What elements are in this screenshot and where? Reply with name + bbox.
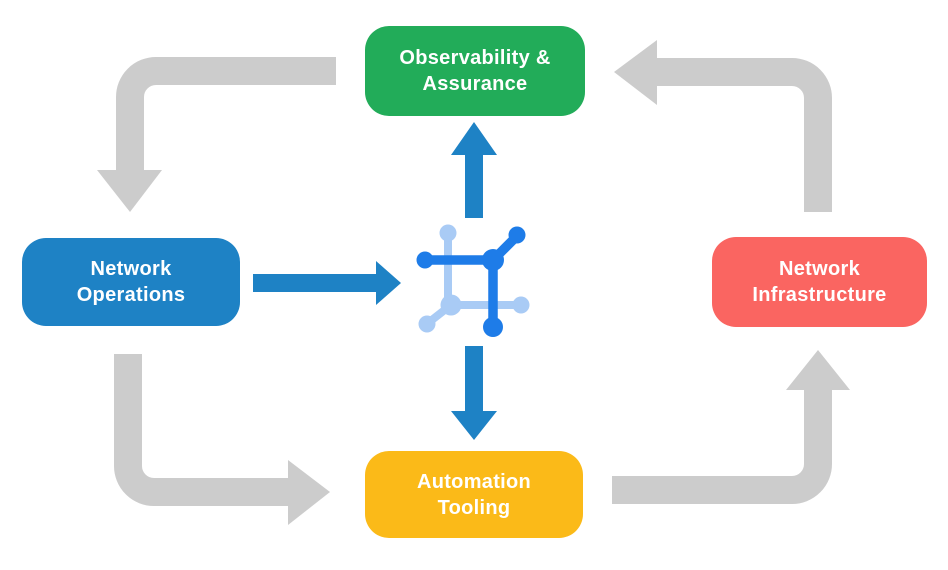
- arrow-infrastructure-to-observability: [614, 40, 832, 212]
- arrow-automation-to-infrastructure: [612, 350, 850, 504]
- node-automation-tooling: Automation Tooling: [365, 451, 583, 538]
- node-label-line: Network: [778, 258, 860, 280]
- arrow-operations-to-core: [253, 261, 401, 305]
- node-label-line: Automation: [416, 470, 532, 493]
- node-label-line: Observability &: [399, 47, 551, 69]
- node-observability-assurance: Observability & Assurance: [365, 26, 585, 116]
- node-label-line: Assurance: [422, 73, 528, 95]
- node-label-line: Operations: [76, 284, 186, 306]
- node-label-line: Tooling: [437, 496, 511, 519]
- arrow-core-to-automation: [451, 346, 497, 440]
- node-label-line: Infrastructure: [752, 284, 887, 306]
- node-network-infrastructure: Network Infrastructure: [712, 237, 927, 327]
- node-label-line: Network: [90, 258, 172, 280]
- arrow-core-to-observability: [451, 122, 497, 218]
- arrow-operations-to-automation: [114, 354, 330, 525]
- arrow-observability-to-operations: [97, 57, 336, 212]
- node-network-operations: Network Operations: [22, 238, 240, 326]
- network-nodes-icon: [416, 224, 530, 337]
